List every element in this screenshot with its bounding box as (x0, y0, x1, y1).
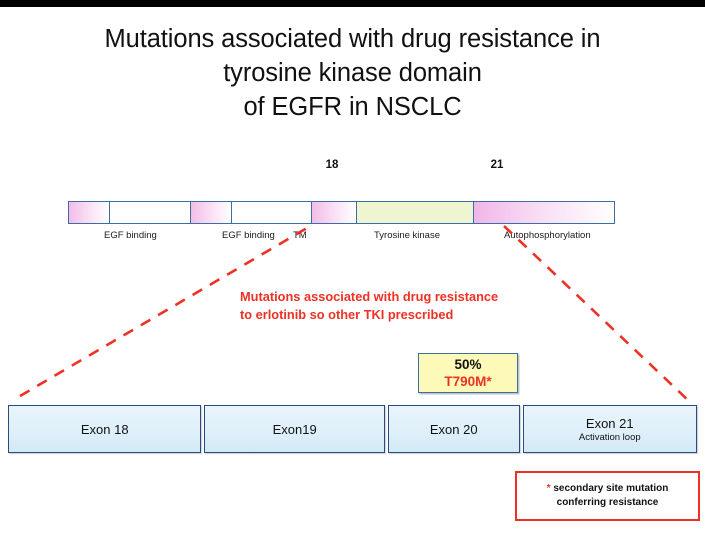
footnote-asterisk: * (546, 483, 551, 494)
exon-box-21-label: Exon 21 (585, 415, 634, 431)
exon-18-tick-label: 18 (325, 159, 339, 171)
footnote-line-1: * secondary site mutation (547, 482, 669, 496)
title-line-1: Mutations associated with drug resistanc… (104, 25, 601, 53)
page-title: Mutations associated with drug resistanc… (0, 22, 705, 124)
resistance-note: Mutations associated with drug resistanc… (240, 288, 498, 324)
exon-box-21[interactable]: Exon 21 Activation loop (522, 405, 697, 453)
segment-transmembrane-pink (311, 202, 356, 223)
domain-label-egf-binding-2: EGF binding (222, 230, 275, 241)
exon-box-21-sublabel: Activation loop (578, 431, 641, 443)
exon-box-19[interactable]: Exon19 (204, 405, 385, 453)
domain-label-autophosphorylation: Autophosphorylation (504, 230, 591, 241)
segment-egf-binding-1-rest (109, 202, 191, 223)
t790m-callout-box: 50% T790M* (418, 353, 518, 393)
segment-egf-binding-1-pink (69, 202, 110, 223)
resistance-note-line-2: to erlotinib so other TKI prescribed (240, 307, 454, 322)
resistance-note-line-1: Mutations associated with drug resistanc… (240, 289, 499, 304)
exon-box-19-label: Exon19 (272, 421, 317, 437)
callout-percent: 50% (454, 357, 482, 372)
exon-box-18[interactable]: Exon 18 (8, 405, 202, 453)
egfr-protein-bar (68, 201, 615, 224)
domain-label-tyrosine-kinase: Tyrosine kinase (374, 230, 441, 241)
exon-box-18-label: Exon 18 (80, 421, 129, 437)
segment-tyrosine-kinase (355, 202, 473, 223)
callout-mutation: T790M* (444, 374, 492, 389)
title-line-2: tyrosine kinase domain (223, 59, 482, 87)
segment-autophosphorylation (472, 202, 614, 223)
exon-box-20[interactable]: Exon 20 (387, 405, 520, 453)
top-black-band (0, 0, 705, 7)
exon-21-tick-label: 21 (490, 159, 504, 171)
title-line-3: of EGFR in NSCLC (243, 93, 462, 121)
footnote-line-1-text: secondary site mutation (550, 483, 669, 494)
footnote-line-2: conferring resistance (556, 497, 659, 508)
domain-label-transmembrane: TM (293, 230, 307, 241)
exon-diagram-row: Exon 18 Exon19 Exon 20 Exon 21 Activatio… (8, 405, 697, 453)
segment-egf-binding-2-rest (230, 202, 312, 223)
right-leader-line (503, 225, 691, 403)
exon-box-20-label: Exon 20 (429, 421, 478, 437)
footnote-box: * secondary site mutation conferring res… (515, 471, 700, 521)
segment-egf-binding-2-pink (190, 202, 231, 223)
domain-label-egf-binding-1: EGF binding (104, 230, 157, 241)
